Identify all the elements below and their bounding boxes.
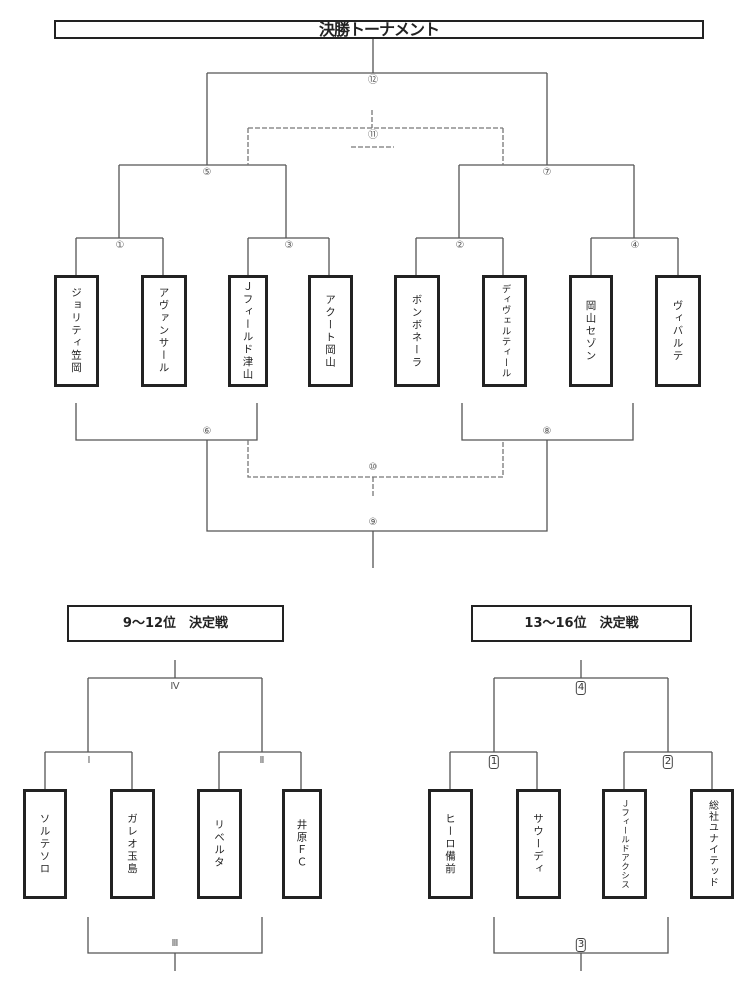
match-label-5: ⑤ [202,167,212,178]
bracket-line-m1 [75,237,164,275]
match-label-2: ② [455,240,465,251]
team-name: ヒーロ備前 [444,812,456,876]
team-name: ディヴェルティール [499,283,511,379]
match-label-13-16-3: 3 [575,938,587,952]
bracket-line-9-12-m4 [87,660,263,752]
team-name: ソルテソロ [38,812,51,876]
bracket-line-m7 [458,164,635,238]
team-name: ガレオ玉島 [126,812,138,876]
team-box: Ｊフィールドアクシス [602,789,647,899]
match-label-13-16-4: 4 [575,681,587,695]
team-box: ガレオ玉島 [110,789,155,899]
match-label-13-16-2: 2 [662,755,674,769]
match-label-13-16-1: 1 [488,755,500,769]
placement-9-12-title: 9〜12位 決定戦 [67,605,284,642]
team-box: 総社ユナイテッド [690,789,734,899]
bracket-line-m2 [415,237,504,275]
placement-13-16-title: 13〜16位 決定戦 [471,605,692,642]
match-label-9-12-1: Ⅰ [87,755,91,766]
team-box: ボンボネーラ [394,275,440,387]
match-label-3: ③ [284,240,294,251]
team-name: リベルタ [213,819,225,869]
team-box: アヴァンサール [141,275,187,387]
bracket-line-m3 [247,237,330,275]
team-name: Ｊフィールドアクシス [619,799,630,889]
match-label-4: ④ [630,240,640,251]
match-label-10: ⑩ [368,462,378,473]
match-label-1: ① [115,240,125,251]
team-box: ディヴェルティール [482,275,527,387]
team-box: Ｊフィールド津山 [228,275,268,387]
match-label-7: ⑦ [542,167,552,178]
main-tournament-title: 決勝トーナメント [54,20,704,39]
team-name: 井原ＦＣ [295,819,308,869]
team-name: 総社ユナイテッド [706,800,718,888]
bracket-line-13-16-m2 [623,751,713,789]
match-label-6: ⑥ [202,426,212,437]
bracket-line-13-16-m3 [493,917,669,971]
bracket-line-m10 [247,440,504,496]
team-name: アヴァンサール [157,287,170,375]
team-box: 岡山セゾン [569,275,613,387]
bracket-line-final [206,37,548,165]
team-name: ジョリティ笠岡 [70,287,82,375]
bracket-line-13-16-m4 [493,660,669,752]
match-label-9-12-4: Ⅳ [170,681,180,692]
team-name: 岡山セゾン [584,299,597,363]
bracket-line-m11 [247,110,504,165]
bracket-line-9-12-m1 [44,751,133,789]
team-box: ヒーロ備前 [428,789,473,899]
bracket-line-m6 [75,403,258,441]
team-name: サウーディ [532,812,544,876]
team-box: ソルテソロ [23,789,67,899]
team-box: ジョリティ笠岡 [54,275,99,387]
team-box: ヴィバルテ [655,275,701,387]
match-label-9: ⑨ [368,517,378,528]
team-name: アクート岡山 [324,293,336,369]
bracket-line-13-16-m1 [449,751,538,789]
match-label-8: ⑧ [542,426,552,437]
match-label-12: ⑫ [368,75,378,86]
team-box: アクート岡山 [308,275,353,387]
bracket-line-9-12-m3 [87,917,263,971]
team-name: ヴィバルテ [671,299,684,363]
match-label-9-12-3: Ⅲ [171,938,179,949]
bracket-line-m4 [590,237,679,275]
match-label-9-12-2: Ⅱ [259,755,265,766]
team-box: 井原ＦＣ [282,789,322,899]
team-name: Ｊフィールド津山 [241,281,254,381]
team-box: サウーディ [516,789,561,899]
team-box: リベルタ [197,789,242,899]
bracket-line-9-12-m2 [218,751,302,789]
bracket-line-m5 [118,164,287,238]
team-name: ボンボネーラ [410,293,423,369]
match-label-11: ⑪ [368,130,378,141]
bracket-line-m9 [206,440,548,568]
